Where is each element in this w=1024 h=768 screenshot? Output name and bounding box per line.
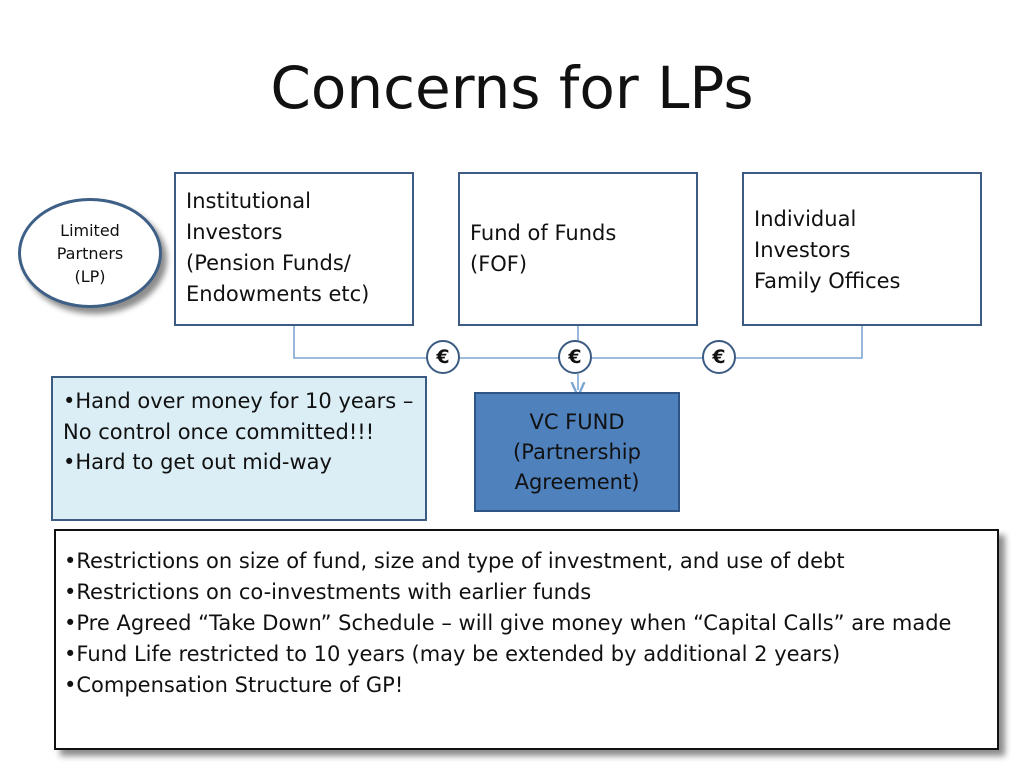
institutional-line: (Pension Funds/ (186, 251, 351, 275)
restriction-item: •Compensation Structure of GP! (64, 673, 404, 697)
euro-icon: € (426, 340, 460, 374)
institutional-line: Institutional (186, 189, 311, 213)
fof-line: Fund of Funds (470, 221, 617, 245)
fund-of-funds-box: Fund of Funds (FOF) (458, 172, 698, 326)
lp-label-line: Partners (56, 243, 124, 263)
individual-line: Individual (754, 207, 857, 231)
fof-line: (FOF) (470, 252, 528, 276)
restriction-item: •Fund Life restricted to 10 years (may b… (64, 642, 841, 666)
restrictions-box: •Restrictions on size of fund, size and … (54, 529, 999, 750)
euro-icon: € (558, 340, 592, 374)
slide-title: Concerns for LPs (270, 54, 754, 122)
restriction-item: •Restrictions on co-investments with ear… (64, 580, 592, 604)
restriction-item: •Restrictions on size of fund, size and … (64, 549, 845, 573)
individual-line: Investors (754, 238, 851, 262)
individual-investors-box: Individual Investors Family Offices (742, 172, 982, 326)
limited-partners-ellipse: Limited Partners (LP) (18, 198, 162, 308)
restriction-item: •Pre Agreed “Take Down” Schedule – will … (64, 611, 952, 635)
concern-item: •Hard to get out mid-way (63, 450, 332, 474)
institutional-line: Endowments etc) (186, 282, 370, 306)
vc-fund-line: Agreement) (514, 470, 640, 494)
euro-icon: € (702, 340, 736, 374)
lp-label-line: (LP) (74, 266, 106, 286)
individual-line: Family Offices (754, 269, 901, 293)
concern-item: •Hand over money for 10 years – No contr… (63, 389, 414, 444)
vc-fund-line: VC FUND (529, 410, 625, 434)
lp-concerns-box: •Hand over money for 10 years – No contr… (51, 376, 427, 521)
institutional-line: Investors (186, 220, 283, 244)
institutional-investors-box: Institutional Investors (Pension Funds/ … (174, 172, 414, 326)
lp-label-line: Limited (60, 220, 120, 240)
vc-fund-box: VC FUND (Partnership Agreement) (474, 392, 680, 512)
vc-fund-line: (Partnership (513, 440, 641, 464)
